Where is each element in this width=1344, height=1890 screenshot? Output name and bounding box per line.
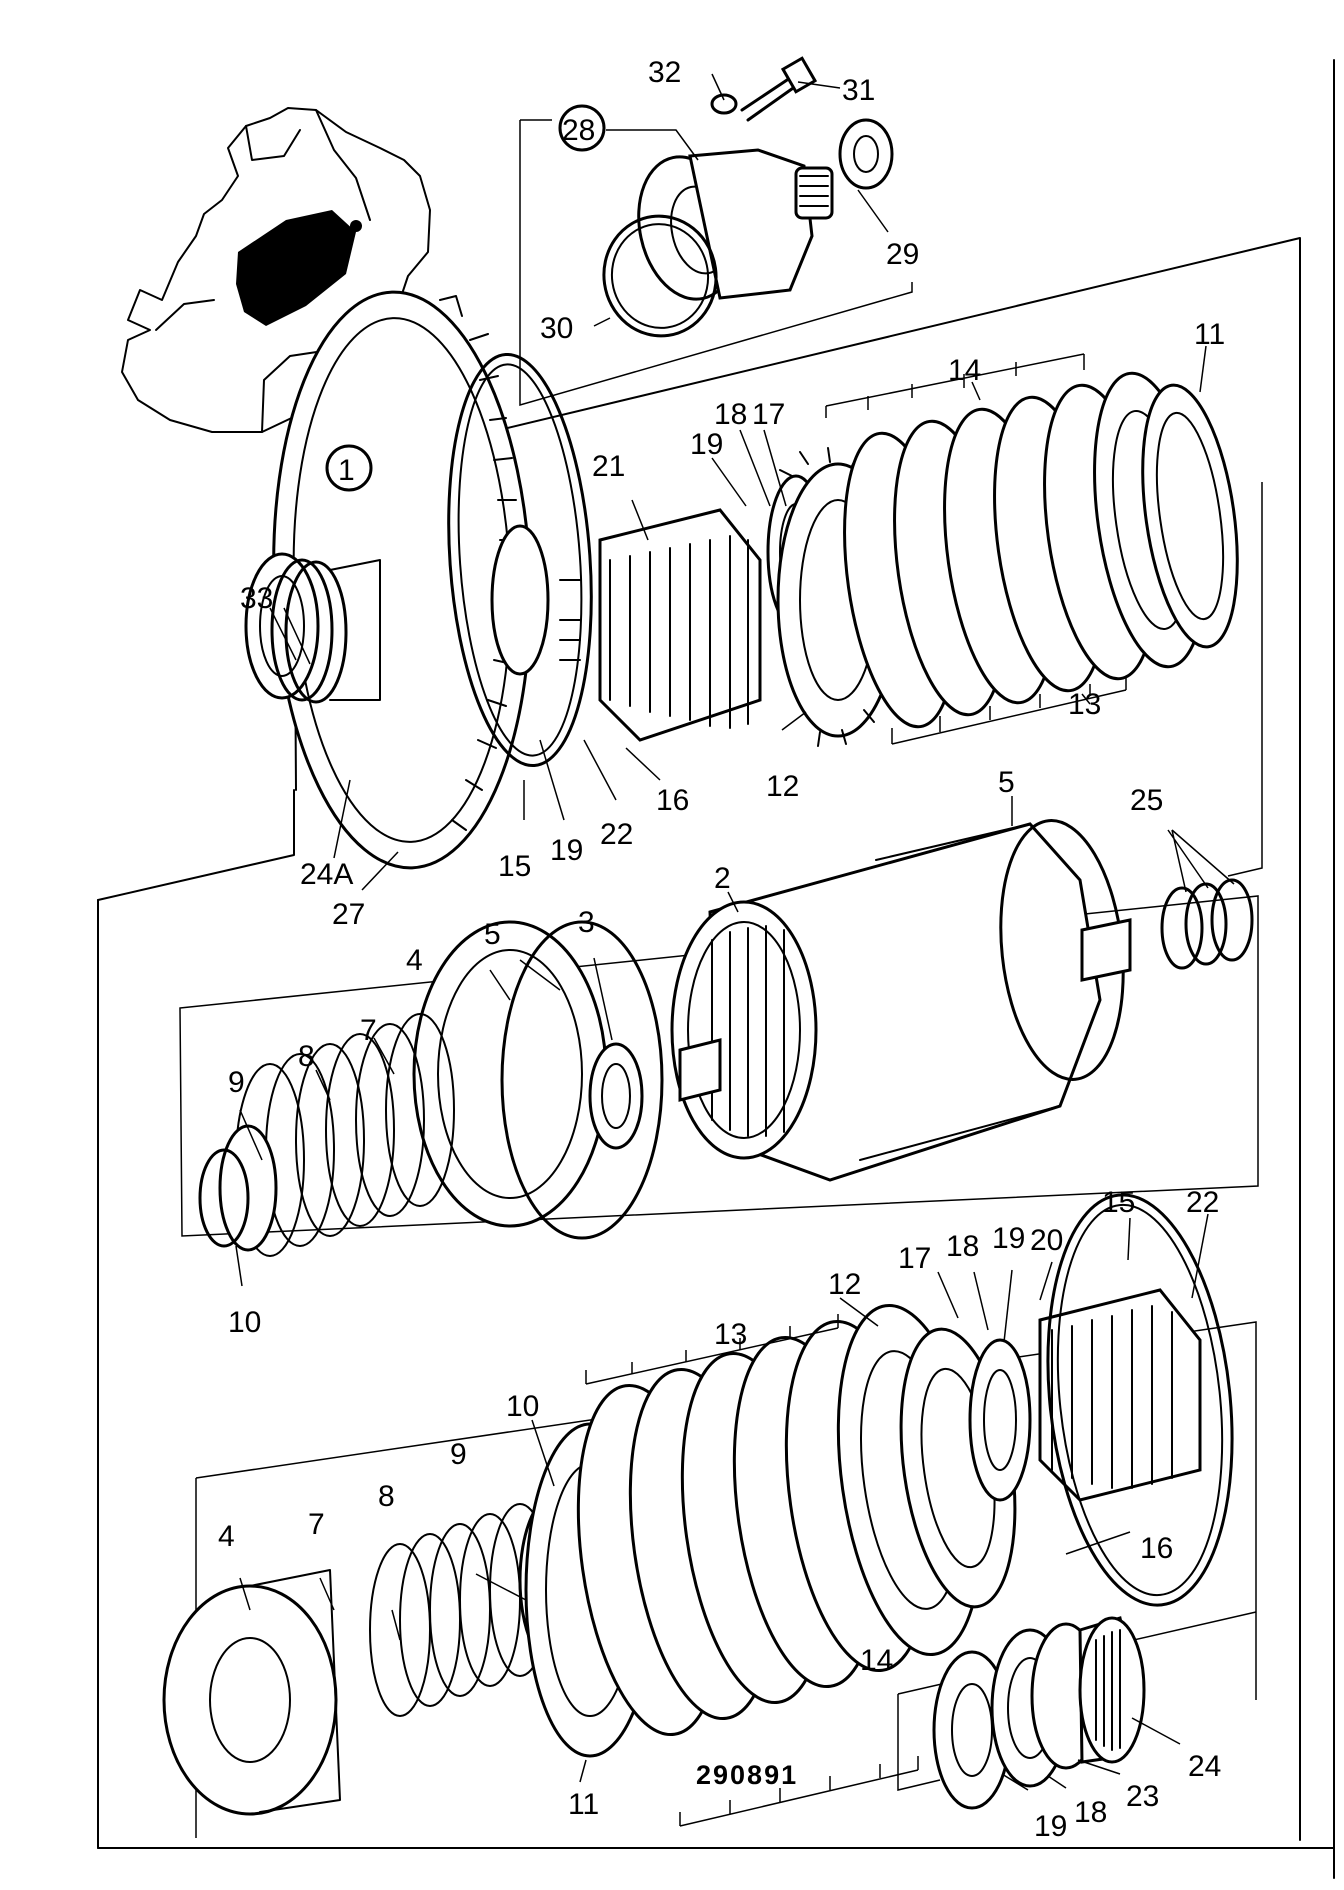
callout-21: 21: [592, 450, 625, 483]
callout-31: 31: [842, 74, 875, 107]
callout-19-top-b: 19: [550, 834, 583, 867]
callout-18-bottom-a: 18: [946, 1230, 979, 1263]
callout-circle-28: [558, 104, 606, 152]
callout-19-bottom-b: 19: [1034, 1810, 1067, 1843]
callout-2: 2: [714, 862, 731, 895]
callout-17-top: 17: [752, 398, 785, 431]
callout-circle-1: [325, 444, 373, 492]
callout-24A: 24A: [300, 858, 353, 891]
callout-29: 29: [886, 238, 919, 271]
callout-12-bottom: 12: [828, 1268, 861, 1301]
callout-3: 3: [578, 906, 595, 939]
leader-lines: [235, 73, 1235, 1791]
callout-14-bottom: 14: [860, 1644, 893, 1677]
callout-19-bottom-a: 19: [992, 1222, 1025, 1255]
callout-22-bottom: 22: [1186, 1186, 1219, 1219]
callout-19-top-a: 19: [690, 428, 723, 461]
callout-25: 25: [1130, 784, 1163, 817]
callout-23: 23: [1126, 1780, 1159, 1813]
callout-11-bottom: 11: [568, 1788, 599, 1821]
callout-4-mid: 4: [406, 944, 423, 977]
cover-assembly-28: [602, 56, 894, 338]
callout-22-top: 22: [600, 818, 633, 851]
callout-17-bottom: 17: [898, 1242, 931, 1275]
callout-7-mid: 7: [360, 1014, 377, 1047]
callout-18-bottom-b: 18: [1074, 1796, 1107, 1829]
callout-24: 24: [1188, 1750, 1221, 1783]
callout-9-bottom: 9: [450, 1438, 467, 1471]
callout-5-left: 5: [484, 918, 501, 951]
callout-13-bottom: 13: [714, 1318, 747, 1351]
callout-1: 1: [338, 454, 355, 487]
callout-12-top: 12: [766, 770, 799, 803]
callout-8-mid: 8: [298, 1040, 315, 1073]
callout-20: 20: [1030, 1224, 1063, 1257]
drawing-reference-number: 290891: [696, 1760, 798, 1790]
callout-5-right: 5: [998, 766, 1015, 799]
callout-9-mid: 9: [228, 1066, 245, 1099]
callout-11-top: 11: [1194, 318, 1225, 351]
callout-28: 28: [562, 114, 595, 147]
callout-16-bottom: 16: [1140, 1532, 1173, 1565]
callout-13-top: 13: [1068, 688, 1101, 721]
callout-7-bottom: 7: [308, 1508, 325, 1541]
callout-14-top: 14: [948, 354, 981, 387]
callout-18-top: 18: [714, 398, 747, 431]
callout-8-bottom: 8: [378, 1480, 395, 1513]
callout-32: 32: [648, 56, 681, 89]
lower-clutch-assembly: [162, 1193, 1234, 1827]
callout-4-bottom: 4: [218, 1520, 235, 1553]
callout-33: 33: [240, 582, 273, 615]
callout-16-top: 16: [656, 784, 689, 817]
callout-27: 27: [332, 898, 365, 931]
drum-piston-assembly: [198, 819, 1254, 1257]
callout-10-mid: 10: [228, 1306, 261, 1339]
callout-10-bottom: 10: [506, 1390, 539, 1423]
callout-30: 30: [540, 312, 573, 345]
callout-15-top: 15: [498, 850, 531, 883]
upper-clutch-assembly: [244, 290, 1239, 870]
callout-15-bottom: 15: [1102, 1186, 1135, 1219]
callout-labels: 1 28 32 31 29 30 11 14 18 17 19 21 33 13…: [218, 56, 1225, 1843]
